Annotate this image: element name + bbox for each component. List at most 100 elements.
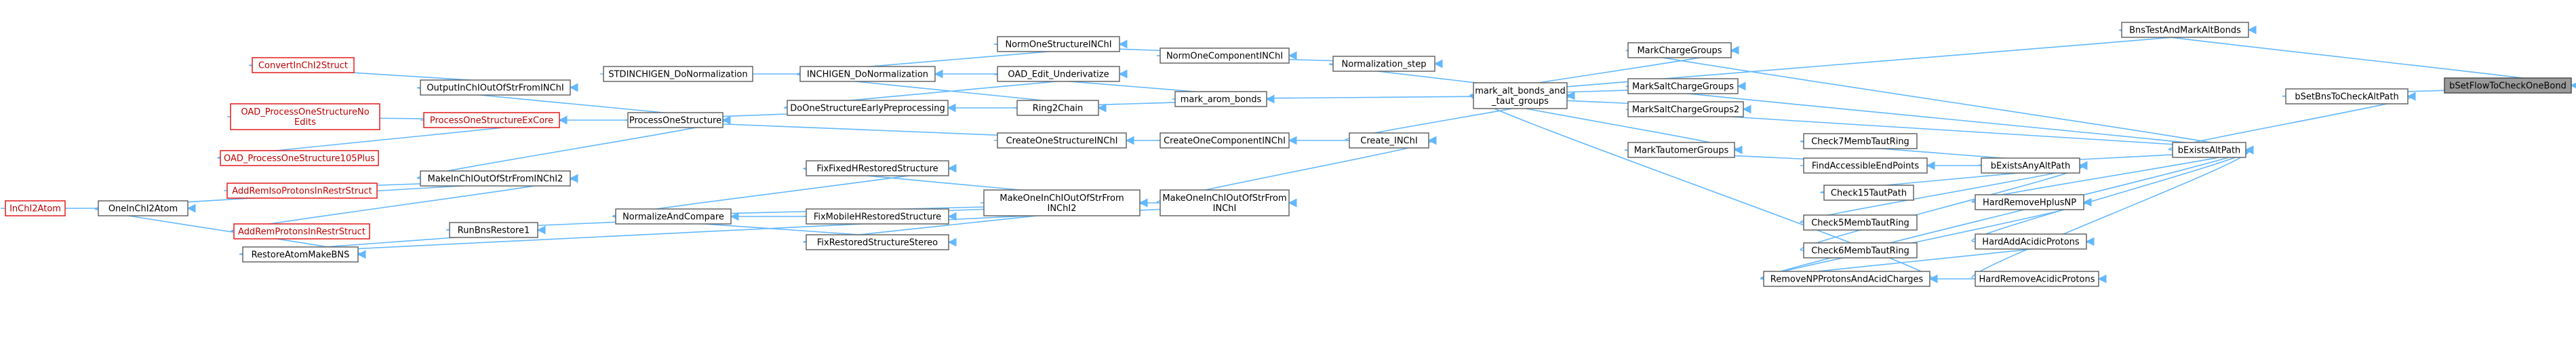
- node-box[interactable]: [2172, 142, 2246, 158]
- node-box[interactable]: [1332, 56, 1435, 72]
- node-box[interactable]: [242, 246, 359, 263]
- node-b-set-flow-to-check-one-bond[interactable]: bSetFlowToCheckOneBond: [2444, 77, 2572, 94]
- node-box[interactable]: [997, 36, 1120, 52]
- node-oad-edit-underivatize[interactable]: OAD_Edit_Underivatize: [997, 66, 1120, 82]
- node-box[interactable]: [1349, 132, 1429, 149]
- node-box[interactable]: [1627, 42, 1732, 58]
- node-box[interactable]: [5, 200, 66, 216]
- node-box[interactable]: [2285, 88, 2409, 104]
- node-hard-remove-acidic-protons[interactable]: HardRemoveAcidicProtons: [1975, 271, 2099, 287]
- node-box[interactable]: [2121, 22, 2249, 38]
- node-box[interactable]: [1160, 189, 1290, 216]
- node-fix-mobile-hrestored-structure[interactable]: FixMobileHRestoredStructure: [806, 208, 949, 225]
- node-stdinchigen-do-normalization[interactable]: STDINCHIGEN_DoNormalization: [603, 66, 753, 82]
- node-hard-remove-hplus-np[interactable]: HardRemoveHplusNP: [1975, 194, 2084, 210]
- node-process-one-structure[interactable]: ProcessOneStructure: [627, 112, 724, 128]
- node-add-rem-iso-protons-in-restr-struct[interactable]: AddRemIsoProtonsInRestrStruct: [226, 183, 378, 199]
- node-box[interactable]: [1975, 233, 2087, 250]
- node-box[interactable]: [997, 132, 1127, 149]
- node-in-ch-i2-atom[interactable]: InChI2Atom: [5, 200, 66, 216]
- node-box[interactable]: [449, 222, 538, 238]
- node-box[interactable]: [1016, 100, 1099, 116]
- node-box[interactable]: [627, 112, 724, 128]
- node-create-one-structure-inch-i[interactable]: CreateOneStructureINChI: [997, 132, 1127, 149]
- node-norm-one-structure-inch-i[interactable]: NormOneStructureINChI: [997, 36, 1120, 52]
- node-mark-tautomer-groups[interactable]: MarkTautomerGroups: [1627, 142, 1735, 158]
- node-box[interactable]: [1803, 157, 1928, 174]
- node-do-one-structure-early-preprocessing[interactable]: DoOneStructureEarlyPreprocessing: [787, 100, 949, 116]
- node-box[interactable]: [226, 183, 378, 199]
- node-fix-fixed-hrestored-structure[interactable]: FixFixedHRestoredStructure: [806, 160, 949, 176]
- node-fix-restored-structure-stereo[interactable]: FixRestoredStructureStereo: [806, 234, 949, 250]
- node-box[interactable]: [983, 189, 1141, 216]
- node-box[interactable]: [423, 112, 560, 128]
- node-box[interactable]: [1823, 185, 1914, 201]
- node-box[interactable]: [98, 200, 189, 216]
- node-mark-salt-charge-groups2[interactable]: MarkSaltChargeGroups2: [1627, 101, 1744, 117]
- node-b-exists-any-alt-path[interactable]: bExistsAnyAltPath: [1981, 157, 2080, 174]
- node-check6-memb-taut-ring[interactable]: Check6MembTautRing: [1803, 242, 1918, 259]
- node-check5-memb-taut-ring[interactable]: Check5MembTautRing: [1803, 214, 1918, 231]
- node-box[interactable]: [233, 223, 370, 240]
- node-box[interactable]: [806, 234, 949, 250]
- node-box[interactable]: [1975, 271, 2099, 287]
- node-box[interactable]: [1627, 142, 1735, 158]
- node-remove-npprotons-and-acid-charges[interactable]: RemoveNPProtonsAndAcidCharges: [1763, 271, 1930, 287]
- node-box[interactable]: [420, 79, 571, 96]
- node-find-accessible-end-points[interactable]: FindAccessibleEndPoints: [1803, 157, 1928, 174]
- node-box[interactable]: [1975, 194, 2084, 210]
- node-mark-salt-charge-groups[interactable]: MarkSaltChargeGroups: [1627, 78, 1739, 94]
- node-box[interactable]: [1160, 47, 1290, 64]
- node-box[interactable]: [1627, 101, 1744, 117]
- node-box[interactable]: [1473, 82, 1568, 109]
- node-norm-one-component-inch-i[interactable]: NormOneComponentINChI: [1160, 47, 1290, 64]
- node-one-in-ch-i2-atom[interactable]: OneInChI2Atom: [98, 200, 189, 216]
- node-create-inch-i[interactable]: Create_INChI: [1349, 132, 1429, 149]
- node-mark-alt-bonds-and-taut-groups[interactable]: mark_alt_bonds_and_taut_groups: [1473, 82, 1568, 109]
- node-box[interactable]: [787, 100, 949, 116]
- node-bns-test-and-mark-alt-bonds[interactable]: BnsTestAndMarkAltBonds: [2121, 22, 2249, 38]
- node-process-one-structure-ex-core[interactable]: ProcessOneStructureExCore: [423, 112, 560, 128]
- node-run-bns-restore1[interactable]: RunBnsRestore1: [449, 222, 538, 238]
- node-restore-atom-make-bns[interactable]: RestoreAtomMakeBNS: [242, 246, 359, 263]
- node-mark-charge-groups[interactable]: MarkChargeGroups: [1627, 42, 1732, 58]
- node-box[interactable]: [1803, 133, 1918, 149]
- node-b-exists-alt-path[interactable]: bExistsAltPath: [2172, 142, 2246, 158]
- node-box[interactable]: [420, 170, 571, 187]
- node-create-one-component-inch-i[interactable]: CreateOneComponentINChI: [1160, 132, 1290, 149]
- node-box[interactable]: [1160, 132, 1290, 149]
- node-hard-add-acidic-protons[interactable]: HardAddAcidicProtons: [1975, 233, 2087, 250]
- node-box[interactable]: [615, 208, 732, 225]
- node-box[interactable]: [230, 103, 380, 130]
- node-normalization-step[interactable]: Normalization_step: [1332, 56, 1435, 72]
- node-box[interactable]: [1981, 157, 2080, 174]
- node-check7-memb-taut-ring[interactable]: Check7MembTautRing: [1803, 133, 1918, 149]
- node-ring2-chain[interactable]: Ring2Chain: [1016, 100, 1099, 116]
- node-box[interactable]: [2444, 77, 2572, 94]
- node-box[interactable]: [252, 57, 355, 73]
- node-normalize-and-compare[interactable]: NormalizeAndCompare: [615, 208, 732, 225]
- node-make-in-ch-iout-of-str-from-inch-i2[interactable]: MakeInChIOutOfStrFromINChI2: [420, 170, 571, 187]
- node-add-rem-protons-in-restr-struct[interactable]: AddRemProtonsInRestrStruct: [233, 223, 370, 240]
- node-box[interactable]: [1763, 271, 1930, 287]
- node-box[interactable]: [997, 66, 1120, 82]
- node-output-in-ch-iout-of-str-from-inch-i[interactable]: OutputInChIOutOfStrFromINChI: [420, 79, 571, 96]
- node-box[interactable]: [603, 66, 753, 82]
- node-check15-taut-path[interactable]: Check15TautPath: [1823, 185, 1914, 201]
- node-box[interactable]: [1627, 78, 1739, 94]
- node-mark-arom-bonds[interactable]: mark_arom_bonds: [1174, 91, 1267, 107]
- node-inchigen-do-normalization[interactable]: INCHIGEN_DoNormalization: [799, 66, 936, 82]
- node-box[interactable]: [806, 208, 949, 225]
- node-convert-in-ch-i2-struct[interactable]: ConvertInChI2Struct: [252, 57, 355, 73]
- node-b-set-bns-to-check-alt-path[interactable]: bSetBnsToCheckAltPath: [2285, 88, 2409, 104]
- node-box[interactable]: [799, 66, 936, 82]
- node-box[interactable]: [806, 160, 949, 176]
- node-box[interactable]: [1174, 91, 1267, 107]
- node-oad-process-one-structure105-plus[interactable]: OAD_ProcessOneStructure105Plus: [220, 150, 379, 166]
- node-box[interactable]: [1803, 242, 1918, 259]
- node-box[interactable]: [220, 150, 379, 166]
- node-box[interactable]: [1803, 214, 1918, 231]
